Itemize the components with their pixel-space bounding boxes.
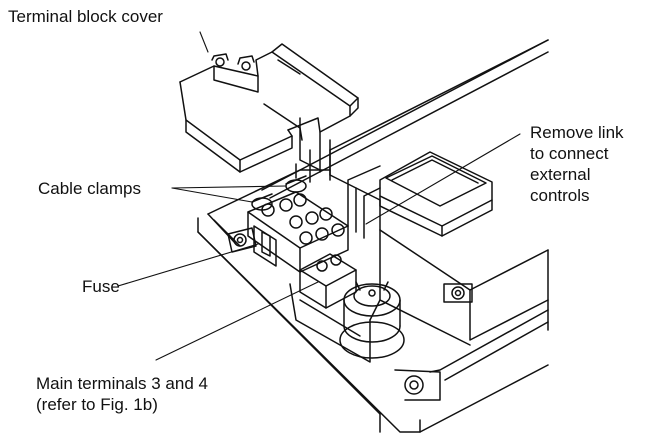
terminal-blocks [247,165,381,363]
label-remove-link: Remove link to connect external controls [530,122,624,206]
housing [197,39,549,433]
label-terminal-block-cover: Terminal block cover [8,7,163,26]
label-main-terminals: Main terminals 3 and 4 (refer to Fig. 1b… [36,373,208,415]
leader-remove-link [365,133,521,225]
label-main-terminals-line1: Main terminals 3 and 4 [36,374,208,393]
label-main-terminals-line2: (refer to Fig. 1b) [36,395,158,414]
label-remove-link-line3: external [530,165,591,184]
leader-main-terminals [155,281,319,361]
label-remove-link-line1: Remove link [530,123,624,142]
label-cable-clamps: Cable clamps [38,179,141,198]
leader-fuse [117,243,259,287]
leader-terminal-block-cover [199,31,209,53]
leader-cable-clamps-1 [171,187,253,203]
leader-lines [117,31,521,361]
round-component [339,281,405,359]
control-board [329,39,549,346]
label-remove-link-line4: controls [530,186,590,205]
terminal-block-cover [179,43,359,183]
label-remove-link-line2: to connect [530,144,609,163]
link-block [379,151,493,237]
label-fuse: Fuse [82,277,120,296]
leader-cable-clamps-2 [171,185,287,189]
